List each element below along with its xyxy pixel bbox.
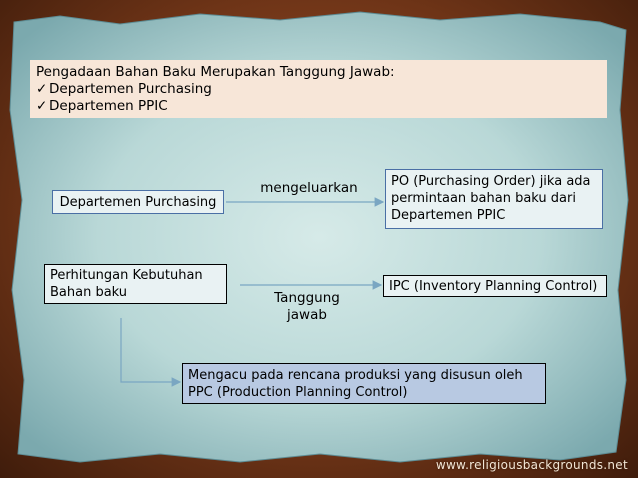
- node-mengacu-ppc: Mengacu pada rencana produksi yang disus…: [182, 363, 546, 404]
- responsibility-panel: Pengadaan Bahan Baku Merupakan Tanggung …: [30, 60, 607, 118]
- responsibility-item-purchasing: ✓Departemen Purchasing: [36, 81, 212, 97]
- responsibility-item-ppic: ✓Departemen PPIC: [36, 98, 168, 114]
- edge-label-tanggung-jawab: Tanggung jawab: [274, 290, 340, 323]
- node-departemen-purchasing: Departemen Purchasing: [52, 190, 224, 214]
- checkmark-icon: ✓: [36, 81, 48, 97]
- panel-title: Pengadaan Bahan Baku Merupakan Tanggung …: [36, 64, 395, 80]
- checkmark-icon: ✓: [36, 98, 48, 114]
- node-purchasing-order: PO (Purchasing Order) jika ada permintaa…: [385, 169, 603, 229]
- arrow-mengacu: [120, 318, 182, 387]
- node-perhitungan-kebutuhan: Perhitungan Kebutuhan Bahan baku: [44, 264, 227, 304]
- node-ipc: IPC (Inventory Planning Control): [383, 275, 607, 297]
- watermark: www.religiousbackgrounds.net: [435, 458, 628, 472]
- edge-label-mengeluarkan: mengeluarkan: [260, 180, 358, 196]
